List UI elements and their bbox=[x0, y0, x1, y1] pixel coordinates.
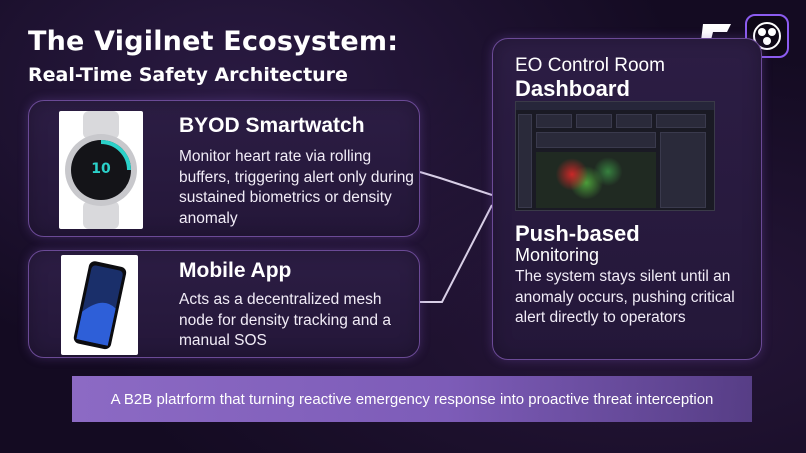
smartwatch-icon: 10 bbox=[59, 111, 143, 229]
dashboard-stat-panel bbox=[536, 114, 572, 128]
smartwatch-card: 10 BYOD Smartwatch Monitor heart rate vi… bbox=[28, 100, 420, 237]
eo-control-room-label: EO Control Room bbox=[515, 55, 665, 76]
mobile-app-description: Acts as a decentralized mesh node for de… bbox=[179, 291, 391, 349]
tagline-banner: A B2B platrform that turning reactive em… bbox=[72, 376, 752, 422]
dashboard-title: Dashboard bbox=[515, 76, 630, 101]
dashboard-screenshot bbox=[515, 101, 715, 211]
push-based-description: The system stays silent until an anomaly… bbox=[515, 268, 735, 326]
smartwatch-description: Monitor heart rate via rolling buffers, … bbox=[179, 148, 414, 227]
mobile-app-title: Mobile App bbox=[179, 259, 292, 282]
mobile-app-card: Mobile App Acts as a decentralized mesh … bbox=[28, 250, 420, 358]
dashboard-side-panel bbox=[660, 132, 706, 208]
dashboard-topbar bbox=[516, 102, 714, 110]
dashboard-stat-panel bbox=[656, 114, 706, 128]
smartwatch-title: BYOD Smartwatch bbox=[179, 114, 365, 137]
dashboard-stat-panel bbox=[576, 114, 612, 128]
dashboard-heatmap bbox=[536, 152, 656, 208]
page-title: The Vigilnet Ecosystem: bbox=[28, 26, 399, 57]
tagline-text: A B2B platrform that turning reactive em… bbox=[110, 390, 714, 408]
dashboard-nav-rail bbox=[518, 114, 532, 208]
watch-face-digits: 10 bbox=[91, 161, 111, 177]
dashboard-stat-panel bbox=[616, 114, 652, 128]
push-based-subtitle: Monitoring bbox=[515, 245, 600, 265]
push-based-title: Push-based bbox=[515, 221, 640, 246]
dashboard-card: EO Control Room Dashboard Push-based Mon… bbox=[492, 38, 762, 360]
smartphone-icon bbox=[61, 255, 138, 355]
dashboard-alert-panel bbox=[536, 132, 656, 148]
page-subtitle: Real-Time Safety Architecture bbox=[28, 64, 348, 86]
